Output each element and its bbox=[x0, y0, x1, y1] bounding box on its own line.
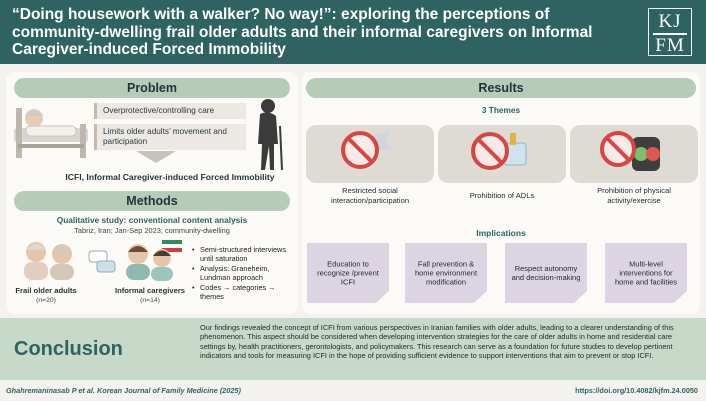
problem-heading: Problem bbox=[14, 78, 290, 98]
implication-text: Multi-level interventions for home and f… bbox=[614, 259, 678, 287]
list-item: Codes → categories → themes bbox=[192, 283, 297, 301]
conclusion-text: Our findings revealed the concept of ICF… bbox=[200, 323, 674, 361]
implication-card-multilevel: Multi-level interventions for home and f… bbox=[605, 243, 687, 303]
group-caregivers-n: (n=14) bbox=[140, 297, 160, 304]
implication-card-autonomy: Respect autonomy and decision-making bbox=[505, 243, 587, 303]
older-woman-with-cane-icon bbox=[258, 99, 283, 171]
logo-divider bbox=[653, 33, 687, 35]
methods-bullets: Semi-structured interviews until saturat… bbox=[192, 245, 297, 302]
list-item: Semi-structured interviews until saturat… bbox=[192, 245, 297, 263]
theme-adl-label: Prohibition of ADLs bbox=[469, 191, 535, 200]
conclusion-band bbox=[0, 318, 706, 380]
group-older-adults-n: (n=20) bbox=[36, 297, 56, 304]
study-design: Qualitative study: conventional content … bbox=[56, 215, 248, 225]
methods-heading: Methods bbox=[14, 191, 290, 211]
group-older-adults-label: Frail older adults bbox=[15, 286, 77, 295]
conclusion-heading: Conclusion bbox=[14, 338, 123, 360]
older-adults-illustration bbox=[24, 242, 74, 280]
implication-text: Education to recognize /prevent ICFI bbox=[317, 259, 379, 287]
implication-text: Fall prevention & home environment modif… bbox=[414, 259, 478, 287]
problem-item-limits-movement: Limits older adults’ movement and partic… bbox=[94, 124, 246, 150]
themes-label: 3 Themes bbox=[481, 105, 521, 115]
implication-text: Respect autonomy and decision-making bbox=[511, 264, 581, 282]
no-social-interaction-icon bbox=[341, 131, 394, 169]
arrow-down-icon bbox=[136, 151, 176, 163]
conversation-icon bbox=[88, 250, 116, 273]
informal-caregivers-illustration bbox=[126, 240, 182, 281]
group-caregivers-label: Informal caregivers bbox=[114, 286, 186, 295]
logo-top-text: KJ bbox=[658, 11, 682, 32]
logo-bottom-text: FM bbox=[655, 34, 685, 56]
implications-label: Implications bbox=[476, 228, 526, 238]
study-setting: Tabriz, Iran; Jan-Sep 2023; community-dw… bbox=[74, 226, 230, 235]
implication-card-education: Education to recognize /prevent ICFI bbox=[307, 243, 389, 303]
traffic-light-stop-icon bbox=[600, 131, 660, 171]
bedridden-patient-illustration bbox=[14, 108, 88, 158]
list-item: Analysis: Graneheim, Lundman approach bbox=[192, 264, 297, 282]
theme-physical-label: Prohibition of physical activity/exercis… bbox=[597, 186, 671, 205]
no-housework-icon bbox=[471, 132, 527, 170]
results-heading: Results bbox=[306, 78, 696, 98]
icfi-definition: ICFI, Informal Caregiver-induced Forced … bbox=[65, 172, 275, 182]
header-banner: “Doing housework with a walker? No way!”… bbox=[0, 0, 706, 64]
page-title: “Doing housework with a walker? No way!”… bbox=[12, 6, 593, 58]
problem-item-overprotective: Overprotective/controlling care bbox=[94, 103, 246, 119]
implication-card-fall-prevention: Fall prevention & home environment modif… bbox=[405, 243, 487, 303]
journal-logo: KJ FM bbox=[648, 8, 692, 56]
theme-social-label: Restricted social interaction/participat… bbox=[330, 186, 410, 205]
citation: Ghahremaninasab P et al. Korean Journal … bbox=[6, 386, 241, 395]
doi-link[interactable]: https://doi.org/10.4082/kjfm.24.0050 bbox=[575, 386, 698, 395]
